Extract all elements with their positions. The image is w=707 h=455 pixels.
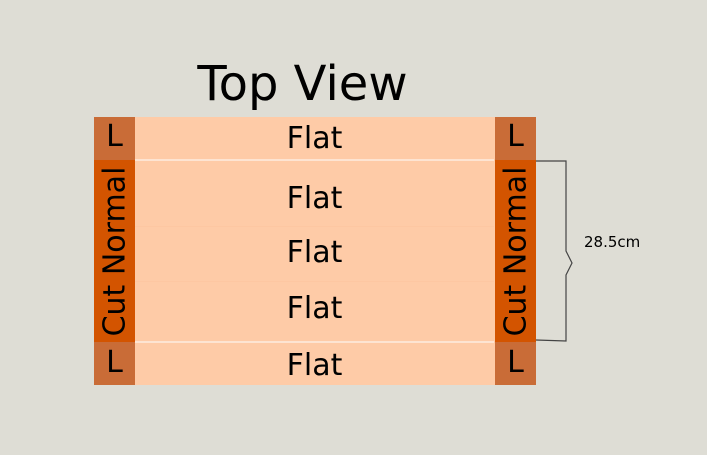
- flat-row-5: Flat: [286, 348, 343, 383]
- board-top-view: L L L L Cut Normal Cut Normal Flat Flat …: [94, 117, 536, 385]
- row-divider: [135, 159, 494, 161]
- dimension-brace-icon: [535, 160, 573, 342]
- flat-row-2: Flat: [286, 181, 343, 216]
- row-divider: [135, 341, 494, 343]
- diagram-title: Top View: [197, 56, 408, 112]
- flat-row-4: Flat: [286, 291, 343, 326]
- right-l-zone-bottom: [495, 342, 536, 385]
- right-l-zone-top: [495, 117, 536, 160]
- flat-row-3: Flat: [286, 235, 343, 270]
- left-top-l-label: L: [106, 119, 123, 154]
- left-bottom-l-label: L: [106, 345, 123, 380]
- right-bottom-l-label: L: [507, 345, 524, 380]
- row-divider-faint: [135, 281, 494, 282]
- row-divider-faint: [135, 226, 494, 227]
- left-cut-zone: [94, 160, 135, 342]
- left-l-zone-top: [94, 117, 135, 160]
- left-l-zone-bottom: [94, 342, 135, 385]
- flat-row-1: Flat: [286, 121, 343, 156]
- right-top-l-label: L: [507, 119, 524, 154]
- dimension-label: 28.5cm: [584, 233, 641, 251]
- left-cut-normal-label: Cut Normal: [97, 166, 133, 337]
- right-cut-zone: [495, 160, 536, 342]
